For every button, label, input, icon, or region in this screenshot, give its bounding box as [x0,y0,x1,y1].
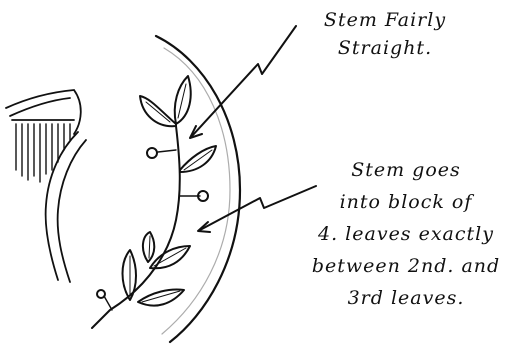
annotation-bottom-line-3: 4. leaves exactly [286,218,526,250]
lower-leaf-left-2 [123,250,137,300]
rim-inner-arc [162,48,230,334]
vessel-rim [156,36,240,342]
upper-leaf-left-vein [146,102,170,122]
annotation-stem-straight: Stem Fairly Straight. [300,6,470,62]
upper-leaf-left [140,96,176,126]
lower-leaf-left-1-vein [149,236,150,258]
middle-leaf-right [180,146,216,172]
annotation-top-line-2: Straight. [300,34,470,62]
annotation-bottom-line-1: Stem goes [286,154,526,186]
annotation-bottom-line-2: into block of [286,186,526,218]
fragment-lower-curve-inner [58,140,86,282]
rim-outer-arc [156,36,240,342]
berry-stalk-lower [104,296,112,310]
berry-lower [97,290,105,298]
berry-stalk-upper [158,150,176,152]
berry-upper [147,148,157,158]
annotation-bottom-line-5: 3rd leaves. [286,282,526,314]
annotation-stem-into-block: Stem goes into block of 4. leaves exactl… [286,154,526,314]
fragment-lower-curve-outer [46,132,78,280]
annotation-bottom-line-4: between 2nd. and [286,250,526,282]
annotation-top-line-1: Stem Fairly [300,6,470,34]
fragment-inner-arch [10,98,70,116]
left-fragment [6,90,86,282]
leaf-sprig [92,76,216,328]
